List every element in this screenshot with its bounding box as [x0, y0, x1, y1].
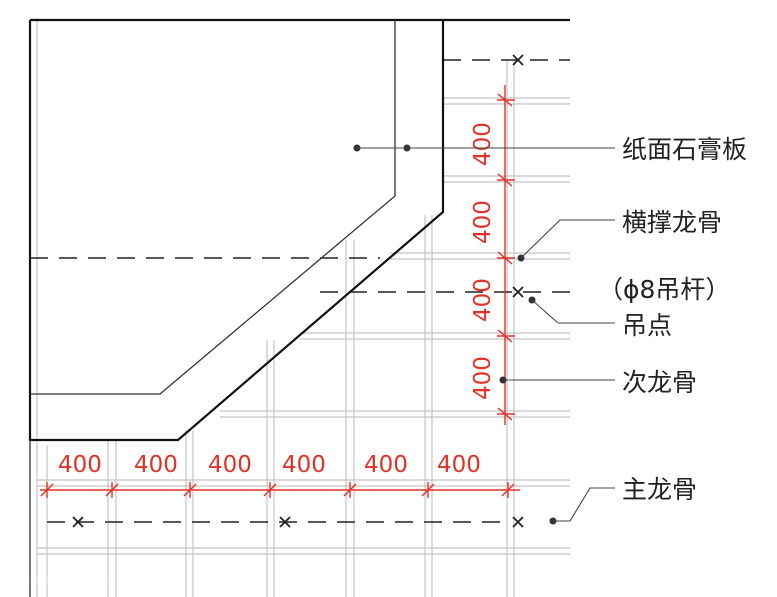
- label-cross-brace-keel: 横撑龙骨: [622, 208, 722, 237]
- label-gypsum-board: 纸面石膏板: [622, 135, 747, 164]
- hanging-point-x: [279, 516, 291, 528]
- hanging-point-x: [512, 286, 524, 298]
- component-labels: 纸面石膏板 横撑龙骨 （ϕ8吊杆） 吊点 次龙骨 主龙骨: [598, 135, 747, 504]
- dim-h-1: 400: [58, 452, 102, 478]
- dim-v-1: 400: [470, 122, 496, 166]
- vertical-dimension: 400 400 400 400: [470, 85, 515, 425]
- hanging-point-x: [512, 516, 524, 528]
- dim-h-2: 400: [134, 452, 178, 478]
- dim-v-3: 400: [470, 278, 496, 322]
- leaders: [353, 144, 615, 525]
- hanging-point-x: [72, 516, 84, 528]
- dim-h-6: 400: [437, 452, 481, 478]
- horizontal-dimension: 400 400 400 400 400 400: [40, 452, 520, 498]
- watermark: 头条@装修者 赋时旅设计: [12, 573, 114, 585]
- dim-v-4: 400: [470, 356, 496, 400]
- hanging-point-x: [512, 54, 524, 66]
- dim-h-4: 400: [282, 452, 326, 478]
- label-main-keel: 主龙骨: [622, 475, 697, 504]
- dim-v-2: 400: [470, 200, 496, 244]
- dim-h-5: 400: [364, 452, 408, 478]
- keel-grid: [36, 18, 570, 597]
- dim-h-3: 400: [208, 452, 252, 478]
- hanging-point-marks: [72, 54, 524, 528]
- label-secondary-keel: 次龙骨: [622, 368, 697, 397]
- label-hanger-rod: （ϕ8吊杆）: [598, 275, 730, 304]
- label-hanging-point: 吊点: [622, 311, 672, 340]
